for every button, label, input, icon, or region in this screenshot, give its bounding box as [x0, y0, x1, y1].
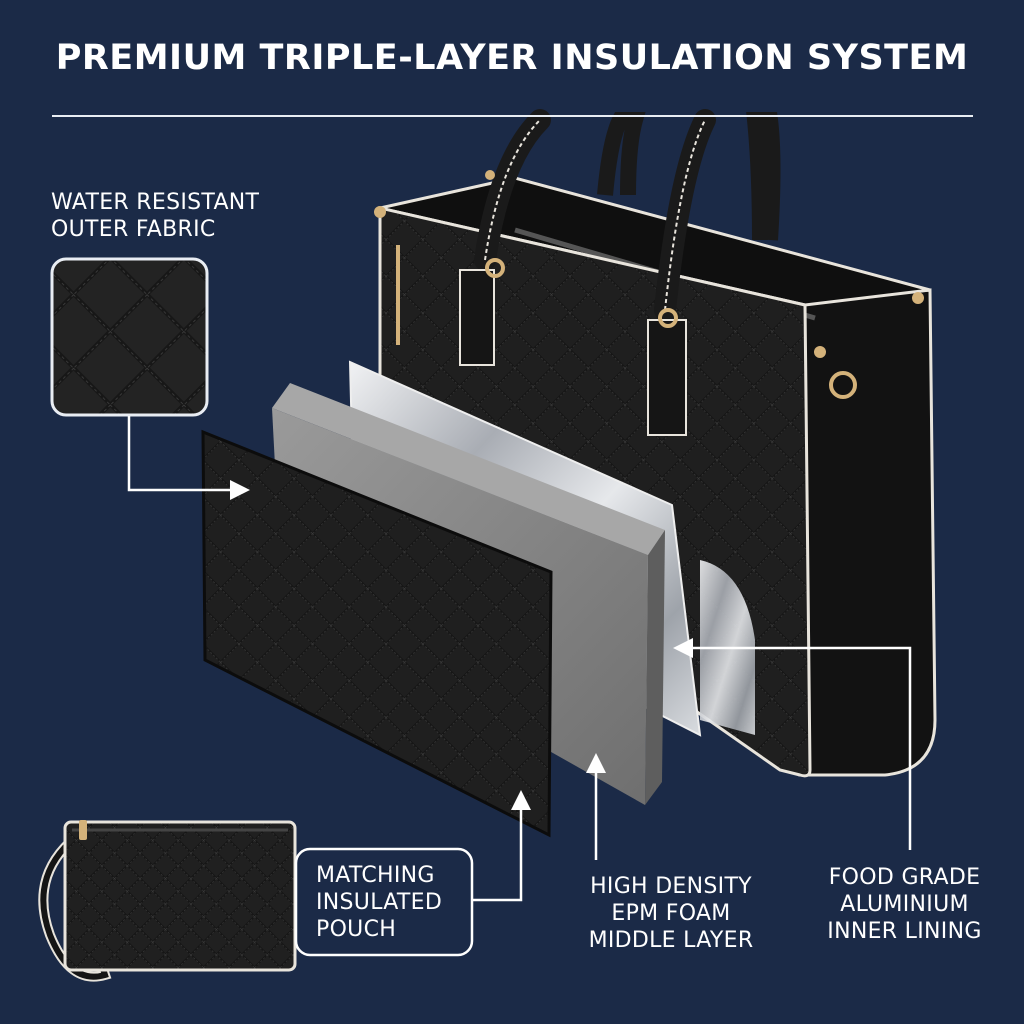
callout-foam-line3: MIDDLE LAYER [588, 928, 754, 953]
arrow-icon [673, 638, 912, 850]
callout-outer-fabric-line1: WATER RESISTANT [51, 190, 260, 215]
pouch-label-box [294, 847, 474, 957]
callout-foam-line1: HIGH DENSITY [590, 874, 752, 899]
callout-lining: FOOD GRADE ALUMINIUM INNER LINING [812, 864, 997, 945]
callout-pouch-line1: MATCHING [316, 863, 435, 888]
arrow-icon [472, 790, 531, 902]
callout-outer-fabric-line2: OUTER FABRIC [51, 217, 216, 242]
arrow-icon [127, 416, 250, 500]
callout-connectors [127, 416, 912, 957]
callout-lining-line2: ALUMINIUM [840, 892, 969, 917]
bag-handle-back [597, 112, 781, 241]
callout-lining-line3: INNER LINING [827, 919, 982, 944]
page-title: PREMIUM TRIPLE-LAYER INSULATION SYSTEM [55, 38, 969, 78]
outer-fabric-panel [201, 429, 553, 838]
bag-side-panel [798, 288, 937, 777]
wristlet-pouch-icon [38, 820, 297, 982]
callout-outer-fabric: WATER RESISTANT OUTER FABRIC [51, 189, 259, 243]
callout-pouch-line3: POUCH [316, 917, 397, 942]
callout-pouch-line2: INSULATED [316, 890, 443, 915]
bag-handle-tab [459, 269, 495, 366]
callout-foam: HIGH DENSITY EPM FOAM MIDDLE LAYER [576, 873, 766, 954]
bag-handle-tab [647, 319, 687, 436]
quilted-fabric-swatch-icon [50, 257, 209, 417]
callout-pouch: MATCHING INSULATED POUCH [316, 862, 442, 943]
callout-lining-line1: FOOD GRADE [828, 865, 981, 890]
callout-foam-line2: EPM FOAM [611, 901, 731, 926]
title-divider [52, 115, 973, 117]
